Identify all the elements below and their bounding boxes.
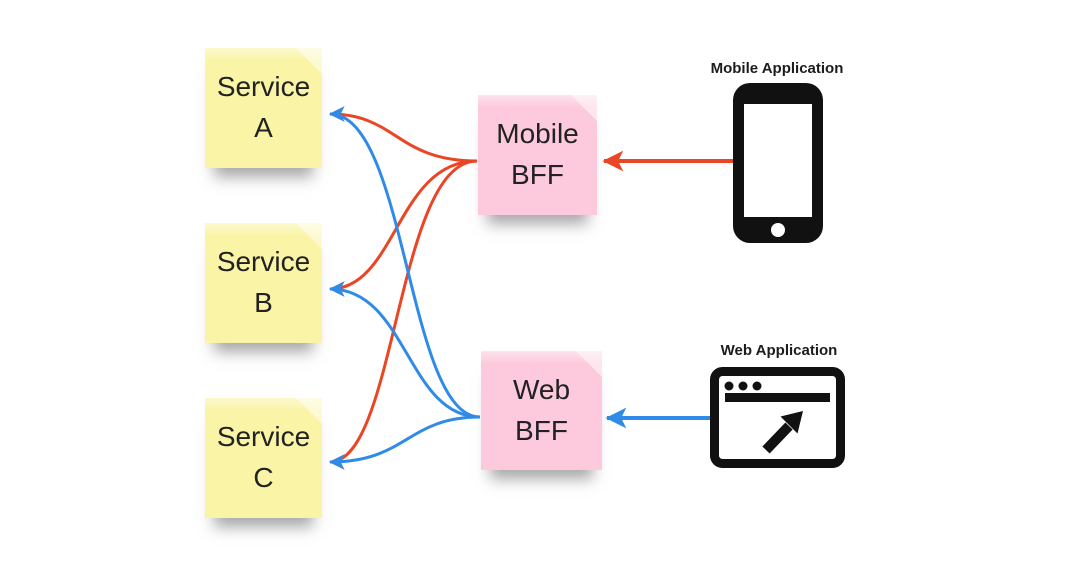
service-a-note: Service A bbox=[205, 48, 322, 168]
mobile-bff-label-line2: BFF bbox=[511, 159, 564, 190]
service-c-label-line1: Service bbox=[216, 421, 311, 453]
cursor-arrow-icon bbox=[762, 411, 803, 454]
mobile-application-label: Mobile Application bbox=[710, 60, 844, 77]
web-bff-label-line1: Web bbox=[512, 373, 571, 405]
service-b-label-line1: Service bbox=[216, 246, 311, 278]
edge-mobile-bff-to-service-b bbox=[328, 159, 478, 297]
edge-web-bff-to-service-c bbox=[328, 415, 481, 470]
service-a-label-line2: A bbox=[254, 112, 273, 143]
service-c-note: Service C bbox=[205, 398, 322, 518]
service-b-label-line2: B bbox=[254, 287, 273, 318]
service-b-note: Service B bbox=[205, 223, 322, 343]
web-application-label: Web Application bbox=[720, 342, 838, 359]
mobile-phone-icon bbox=[733, 83, 823, 243]
edge-web-bff-to-service-b bbox=[328, 281, 481, 419]
service-c-label-line2: C bbox=[253, 462, 274, 493]
web-bff-note: Web BFF bbox=[481, 351, 602, 470]
web-bff-label-line2: BFF bbox=[515, 414, 568, 446]
mobile-bff-label-line1: Mobile bbox=[496, 118, 579, 150]
edge-mobile-bff-to-service-a bbox=[328, 106, 478, 163]
edge-web-bff-to-service-a bbox=[328, 106, 481, 419]
web-browser-icon bbox=[710, 367, 845, 468]
edge-mobile-bff-to-service-c bbox=[328, 159, 478, 470]
connector-edges bbox=[328, 106, 733, 470]
service-a-label-line1: Service bbox=[216, 71, 311, 103]
mobile-bff-note: Mobile BFF bbox=[478, 95, 597, 215]
